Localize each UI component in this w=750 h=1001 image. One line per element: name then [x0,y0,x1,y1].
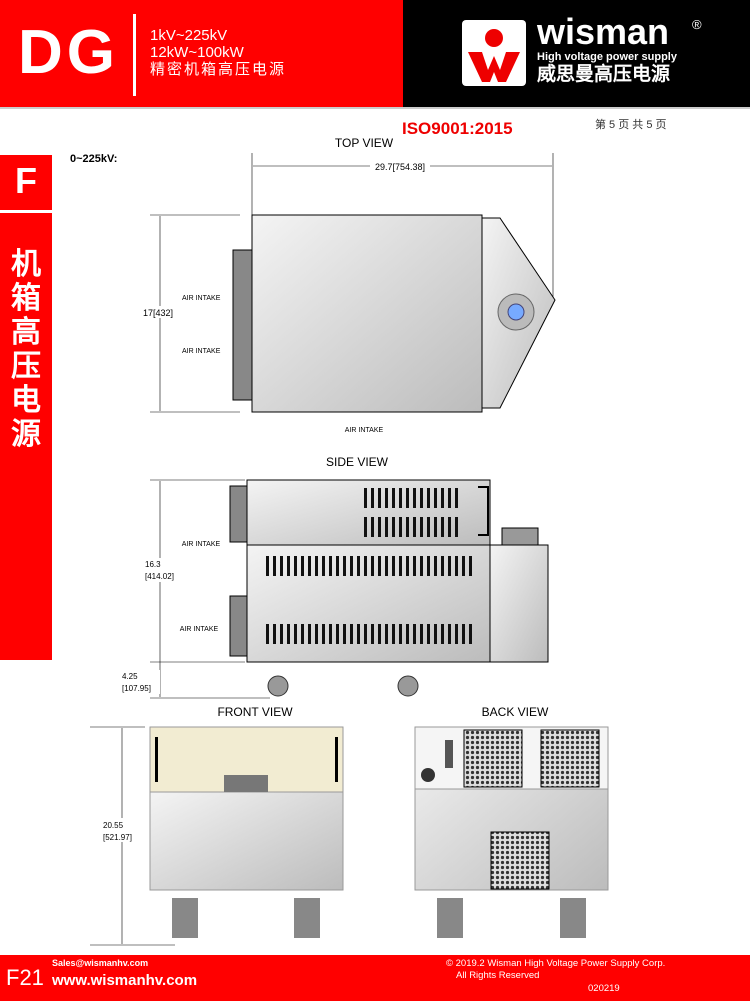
drawing-shape [232,249,254,401]
drawing-shape [294,898,320,938]
back-view-drawing: BACK VIEW [414,705,609,938]
drawing-shape [421,768,435,782]
wheel-dimension: 4.25 [122,672,138,681]
drawing-shape [437,898,463,938]
product-subtitle: 精密机箱高压电源 [150,61,287,78]
drawing-shape [335,737,338,782]
drawing-shape [560,898,586,938]
copyright: © 2019.2 Wisman High Voltage Power Suppl… [446,958,666,969]
tab-divider [0,210,52,213]
drawing-shape [540,729,600,788]
header-divider [0,107,750,109]
drawing-shape [262,556,472,576]
iso-certification: ISO9001:2015 [402,119,513,138]
drawing-shape [251,214,483,413]
wisman-logo-icon [462,20,526,86]
drawing-shape [224,775,268,792]
front-view-title: FRONT VIEW [217,705,293,719]
drawing-shape [120,670,160,694]
drawing-shape [463,729,523,788]
drawing-shape [267,675,289,697]
technical-drawings: TOP VIEW 29.7[754.38] 17[432] AIR INTAKE… [90,136,609,946]
drawing-shape [370,160,430,172]
top-view-title: TOP VIEW [335,136,394,150]
wheel-dimension-mm: [107.95] [122,684,151,693]
drawing-shape [490,831,550,890]
top-view-drawing: TOP VIEW 29.7[754.38] 17[432] AIR INTAKE… [140,136,556,434]
top-height-dimension: 17[432] [143,308,173,318]
page-code: F21 [6,965,44,990]
drawing-shape [172,898,198,938]
registered-mark: ® [692,17,702,32]
drawing-shape [478,486,489,536]
section-title: 机箱高压电源 [11,248,41,451]
rights-reserved: All Rights Reserved [456,970,540,981]
drawing-shape [262,624,472,644]
drawing-shape [501,527,539,546]
drawing-shape [362,517,462,537]
drawing-shape [100,818,145,842]
drawing-shape [140,558,180,582]
header-separator [133,14,136,96]
air-intake-label: AIR INTAKE [180,626,219,633]
air-intake-label: AIR INTAKE [182,295,221,302]
footer: F21 Sales@wismanhv.com www.wismanhv.com … [0,955,750,1001]
document-code: 020219 [588,983,620,994]
brand-name: wisman [537,11,670,52]
brand-tagline: High voltage power supply [537,51,677,63]
top-width-dimension: 29.7[754.38] [375,162,425,172]
voltage-label: 0~225kV: [70,153,118,165]
drawing-shape [362,488,462,508]
brand-name-cn: 威思曼高压电源 [537,64,671,85]
front-view-drawing: FRONT VIEW 20.55 [521.97] [90,705,344,946]
drawing-shape [397,675,419,697]
air-intake-label: AIR INTAKE [182,541,221,548]
side-view-title: SIDE VIEW [326,455,389,469]
drawing-shape [485,29,503,47]
header-black-panel [403,0,750,107]
drawing-shape [140,306,180,318]
series-name: DG [18,18,119,87]
page-indicator: 第 5 页 共 5 页 [595,119,667,131]
voltage-range: 1kV~225kV [150,27,228,44]
side-height-dimension: 16.3 [145,560,161,569]
front-height-dimension: 20.55 [103,821,124,830]
side-tab [0,155,52,660]
drawing-shape [445,740,453,768]
drawing-shape [229,485,249,543]
section-letter: F [15,160,37,201]
header-red-panel [0,0,403,107]
drawing-shape [229,595,249,657]
air-intake-label: AIR INTAKE [182,348,221,355]
back-view-title: BACK VIEW [482,705,549,719]
drawing-shape [149,791,344,891]
drawing-shape [507,303,525,321]
side-height-dimension-mm: [414.02] [145,572,174,581]
email-link[interactable]: Sales@wismanhv.com [52,958,149,968]
front-height-dimension-mm: [521.97] [103,833,132,842]
drawing-shape [489,544,549,663]
air-intake-label: AIR INTAKE [345,427,384,434]
drawing-shape [468,52,520,82]
power-range: 12kW~100kW [150,44,244,61]
website-link[interactable]: www.wismanhv.com [52,972,198,989]
side-view-drawing: SIDE VIEW 16.3 [414.02] 4.25 [107.95] AI… [120,455,549,699]
drawing-shape [155,737,158,782]
